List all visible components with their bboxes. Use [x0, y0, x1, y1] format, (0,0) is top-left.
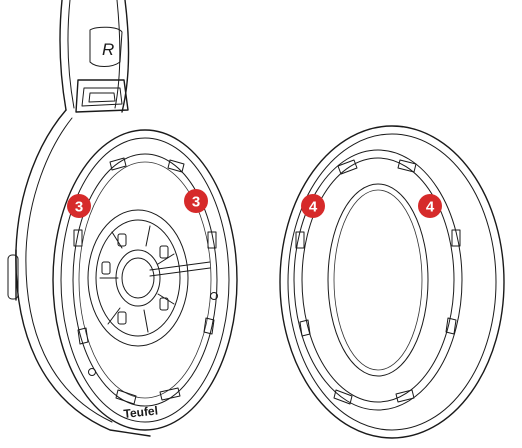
screw — [88, 368, 96, 376]
brand-logo: Teufel — [123, 403, 159, 421]
clip-right — [207, 231, 217, 249]
clip-top-right — [167, 159, 185, 173]
step-badge-circle — [67, 194, 91, 218]
step-badge-circle — [418, 194, 442, 218]
baffle-ring — [72, 153, 218, 407]
step-number: 3 — [75, 199, 83, 216]
headband-arm: R — [59, 0, 130, 113]
step-badge-3-left: 3 — [67, 194, 91, 218]
screw — [210, 292, 218, 300]
clip-top-left — [109, 157, 127, 171]
step-badge-4-left: 4 — [301, 194, 325, 218]
driver-unit — [87, 209, 211, 347]
side-marker-label: R — [102, 40, 114, 59]
step-number: 4 — [426, 199, 435, 216]
step-number: 3 — [192, 194, 200, 211]
ear-pad-mount-ring — [293, 149, 463, 411]
ear-pad-outer — [279, 125, 505, 439]
headphone-ear-cup: R — [7, 0, 238, 437]
hinge-block — [75, 79, 129, 113]
clip-bottom-left — [77, 327, 89, 345]
step-badge-3-right: 3 — [184, 189, 208, 213]
ear-pad: 4 4 — [279, 125, 505, 439]
ear-pad-opening — [327, 183, 429, 377]
step-number: 4 — [309, 199, 318, 216]
clip-bottom-right — [203, 317, 215, 335]
step-badge-4-right: 4 — [418, 194, 442, 218]
ear-cup-shell — [7, 109, 238, 437]
step-badge-circle — [301, 194, 325, 218]
step-badge-circle — [184, 189, 208, 213]
side-marker-plate — [89, 26, 123, 67]
side-button — [7, 254, 19, 300]
clip-left — [73, 229, 83, 247]
